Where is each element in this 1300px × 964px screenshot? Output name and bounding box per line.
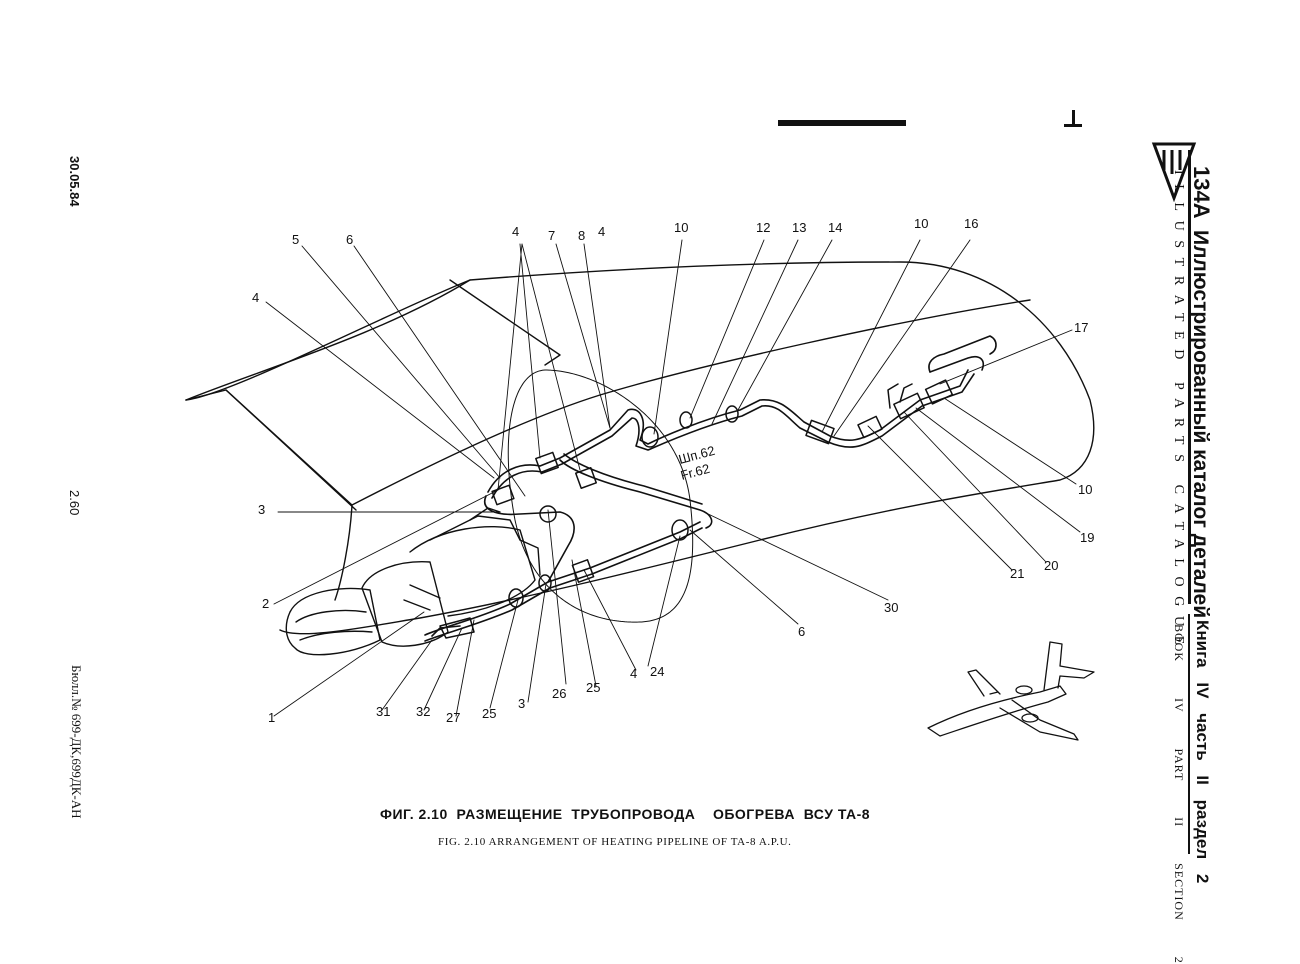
callout-25: 25 — [482, 706, 496, 721]
revision-mark — [1072, 110, 1075, 126]
callout-10: 10 — [914, 216, 928, 231]
callout-25: 25 — [586, 680, 600, 695]
callout-17: 17 — [1074, 320, 1088, 335]
pipe-clamps — [439, 379, 954, 639]
callout-1: 1 — [268, 710, 275, 725]
revision-mark-base — [1064, 124, 1082, 127]
callout-6: 6 — [798, 624, 805, 639]
callout-21: 21 — [1010, 566, 1024, 581]
header-rule — [1188, 150, 1191, 604]
callout-32: 32 — [416, 704, 430, 719]
frame-label-en: Fr.62 — [679, 461, 711, 483]
callout-4: 4 — [512, 224, 519, 239]
callout-27: 27 — [446, 710, 460, 725]
callout-10: 10 — [1078, 482, 1092, 497]
callout-13: 13 — [792, 220, 806, 235]
callout-7: 7 — [548, 228, 555, 243]
aircraft-key-view — [927, 641, 1095, 741]
callout-16: 16 — [964, 216, 978, 231]
callout-4: 4 — [598, 224, 605, 239]
callout-26: 26 — [552, 686, 566, 701]
callout-4: 4 — [630, 666, 637, 681]
callout-2: 2 — [262, 596, 269, 611]
callout-10: 10 — [674, 220, 688, 235]
callout-31: 31 — [376, 704, 390, 719]
header-rule-lower — [1188, 614, 1190, 854]
callout-14: 14 — [828, 220, 842, 235]
callout-5: 5 — [292, 232, 299, 247]
callout-12: 12 — [756, 220, 770, 235]
apu-engine — [285, 507, 541, 656]
frame-62-ring — [507, 369, 694, 623]
heating-pipeline-diagram: Шп.62 Fr.62 1233444456678101010121314161… — [185, 216, 1095, 741]
callout-3: 3 — [518, 696, 525, 711]
callout-4: 4 — [252, 290, 259, 305]
manufacturer-logo-icon — [1151, 142, 1197, 202]
heating-pipeline — [424, 335, 997, 642]
callout-3: 3 — [258, 502, 265, 517]
callout-20: 20 — [1044, 558, 1058, 573]
callout-30: 30 — [884, 600, 898, 615]
fuselage-outline — [185, 261, 1095, 635]
figure-caption-ru: ФИГ. 2.10 РАЗМЕЩЕНИЕ ТРУБОПРОВОДА ОБОГРЕ… — [380, 806, 871, 822]
section-bar — [778, 120, 906, 126]
catalogue-page: 30.05.84 2.60 Бюлл.№ 699-ДК,699ДК-АН 134… — [67, 110, 1214, 964]
callout-6: 6 — [346, 232, 353, 247]
leader-lines — [265, 239, 1081, 717]
figure-caption-en: FIG. 2.10 ARRANGEMENT OF HEATING PIPELIN… — [438, 836, 792, 848]
callout-8: 8 — [578, 228, 585, 243]
callout-24: 24 — [650, 664, 664, 679]
callout-19: 19 — [1080, 530, 1094, 545]
